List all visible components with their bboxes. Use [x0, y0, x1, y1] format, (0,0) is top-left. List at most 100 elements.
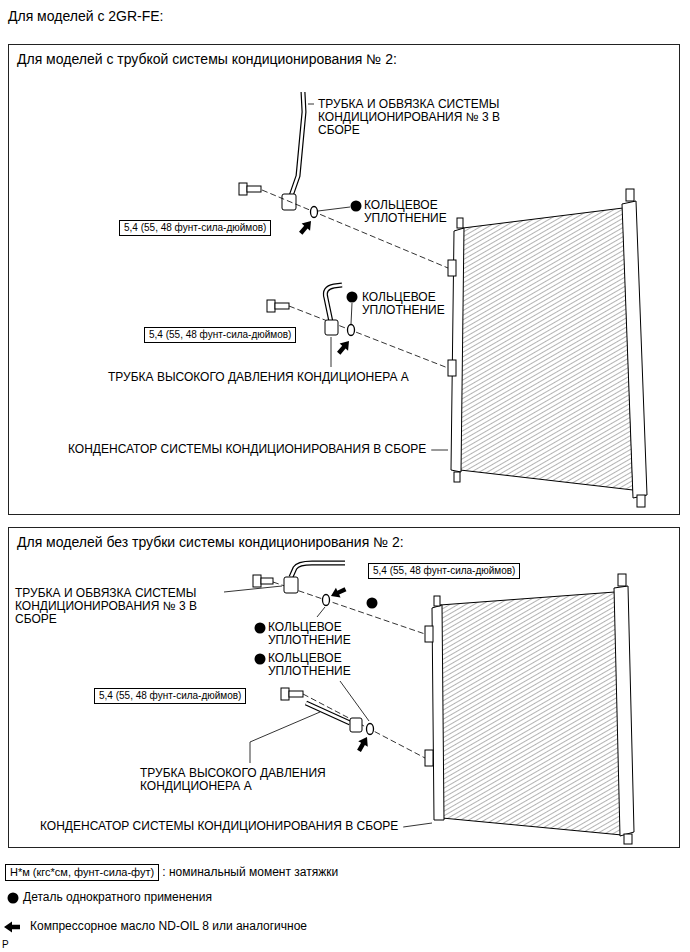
- condenser-bracket: [454, 472, 460, 482]
- single-use-dot: [255, 623, 266, 634]
- torque-box: 5,4 (55, 48 фунт-сила-дюймов): [94, 688, 246, 704]
- label-holder: P: [2, 938, 9, 951]
- o-ring: [323, 595, 330, 606]
- leader-line: [224, 586, 282, 592]
- o-ring: [348, 325, 355, 336]
- pipe-outline: [325, 285, 342, 322]
- torque-value: 5,4 (55, 48 фунт-сила-дюймов): [149, 329, 291, 341]
- single-use-dot: [351, 201, 362, 212]
- torque-box: 5,4 (55, 48 фунт-сила-дюймов): [119, 220, 271, 236]
- part-name: ТРУБКА И ОБВЯЗКА СИСТЕМЫ КОНДИЦИОНИРОВАН…: [318, 98, 533, 137]
- legend-text: : номинальный момент затяжки: [162, 865, 338, 880]
- label-holder: ТРУБКА ВЫСОКОГО ДАВЛЕНИЯ КОНДИЦИОНЕРА А: [140, 767, 355, 793]
- leader-line: [340, 681, 369, 721]
- legend-text: Компрессорное масло ND-OIL 8 или аналоги…: [30, 919, 307, 934]
- condenser-bracket: [637, 495, 645, 507]
- single-use-dot: [255, 654, 266, 665]
- diagram-title: Для моделей с 2GR-FE:: [8, 8, 164, 25]
- panel-heading: Для моделей без трубки системы кондицион…: [17, 534, 671, 551]
- legend-row: : номинальный момент затяжки: [162, 865, 338, 880]
- bolt-head: [239, 183, 247, 195]
- part-name: КОНДЕНСАТОР СИСТЕМЫ КОНДИЦИОНИРОВАНИЯ В …: [40, 820, 398, 833]
- condenser-port: [425, 750, 433, 766]
- legend-row: Компрессорное масло ND-OIL 8 или аналоги…: [3, 919, 307, 934]
- leader-line: [431, 450, 448, 451]
- bolt-head: [253, 575, 261, 587]
- label-holder: ТРУБКА И ОБВЯЗКА СИСТЕМЫ КОНДИЦИОНИРОВАН…: [318, 98, 533, 137]
- condenser-tank: [432, 605, 444, 820]
- oil-arrow: [329, 584, 348, 601]
- oil-arrow: [335, 337, 354, 356]
- single-use-dot: [347, 292, 358, 303]
- pipe-fitting: [282, 194, 296, 210]
- leader-line: [250, 712, 320, 763]
- condenser-port: [448, 260, 456, 276]
- legend-row: Деталь однократного применения: [6, 890, 212, 905]
- condenser-bracket: [626, 189, 634, 201]
- leader-line: [318, 207, 350, 211]
- bolt-shank: [275, 303, 289, 309]
- title-holder: Для моделей с 2GR-FE:: [8, 8, 164, 25]
- condenser-tank: [614, 586, 634, 836]
- page-mark: P: [2, 938, 9, 951]
- part-name: ТРУБКА И ОБВЯЗКА СИСТЕМЫ КОНДИЦИОНИРОВАН…: [15, 587, 220, 626]
- part-name: КОНДЕНСАТОР СИСТЕМЫ КОНДИЦИОНИРОВАНИЯ В …: [68, 443, 426, 456]
- oil-arrow: [4, 921, 20, 932]
- pipe-bore: [325, 285, 342, 322]
- legend-sample: [3, 920, 27, 934]
- bolt-shank: [261, 578, 273, 584]
- o-ring: [367, 724, 374, 735]
- part-name: КОЛЬЦЕВОЕ УПЛОТНЕНИЕ: [268, 621, 360, 647]
- panel-heading: Для моделей с трубкой системы кондициони…: [17, 51, 671, 68]
- torque-box: 5,4 (55, 48 фунт-сила-дюймов): [144, 327, 296, 343]
- model-panel: Для моделей без трубки системы кондицион…: [8, 527, 680, 848]
- condenser-bracket: [434, 596, 440, 606]
- pipe-fitting: [284, 577, 298, 593]
- label-holder: КОЛЬЦЕВОЕ УПЛОТНЕНИЕ: [268, 652, 360, 678]
- o-ring: [311, 207, 318, 218]
- pipe-bore: [291, 563, 345, 577]
- torque-value: 5,4 (55, 48 фунт-сила-дюймов): [99, 690, 241, 702]
- torque-value: 5,4 (55, 48 фунт-сила-дюймов): [124, 222, 266, 234]
- condenser-port: [448, 360, 456, 376]
- condenser-bracket: [457, 218, 463, 228]
- leader-line: [351, 303, 352, 324]
- part-name: ТРУБКА ВЫСОКОГО ДАВЛЕНИЯ КОНДИЦИОНЕРА А: [140, 767, 355, 793]
- leader-line: [308, 104, 314, 105]
- part-name: КОЛЬЦЕВОЕ УПЛОТНЕНИЕ: [362, 291, 454, 317]
- condenser-bracket: [618, 574, 626, 586]
- bolt-shank: [247, 186, 261, 192]
- pipe-fitting: [325, 320, 338, 335]
- oil-arrow: [297, 217, 316, 236]
- pipe-fitting: [350, 718, 362, 732]
- condenser-core: [460, 208, 633, 490]
- bolt-shank: [289, 691, 303, 697]
- legend-text: Деталь однократного применения: [23, 890, 212, 905]
- leader-line: [403, 823, 432, 827]
- label-holder: ТРУБКА ВЫСОКОГО ДАВЛЕНИЯ КОНДИЦИОНЕРА А: [108, 371, 409, 384]
- torque-value: 5,4 (55, 48 фунт-сила-дюймов): [373, 565, 515, 577]
- condenser-port: [425, 626, 433, 642]
- single-use-dot: [8, 892, 19, 903]
- label-holder: КОНДЕНСАТОР СИСТЕМЫ КОНДИЦИОНИРОВАНИЯ В …: [40, 820, 398, 833]
- condenser-bracket: [624, 834, 632, 844]
- pipe-outline: [291, 563, 345, 577]
- pipe-outline: [306, 703, 350, 723]
- label-holder: ТРУБКА И ОБВЯЗКА СИСТЕМЫ КОНДИЦИОНИРОВАН…: [15, 587, 220, 626]
- bolt-head: [281, 688, 289, 700]
- label-holder: КОЛЬЦЕВОЕ УПЛОТНЕНИЕ: [364, 199, 456, 225]
- pipe-outline: [291, 92, 304, 196]
- condenser-tank: [622, 201, 647, 498]
- condenser-core: [440, 592, 622, 835]
- oil-arrow: [354, 734, 372, 753]
- leader-line: [317, 607, 325, 617]
- leader-line: [331, 337, 332, 367]
- part-name: ТРУБКА ВЫСОКОГО ДАВЛЕНИЯ КОНДИЦИОНЕРА А: [108, 371, 409, 384]
- single-use-dot: [367, 598, 378, 609]
- label-holder: КОНДЕНСАТОР СИСТЕМЫ КОНДИЦИОНИРОВАНИЯ В …: [68, 443, 426, 456]
- label-holder: КОЛЬЦЕВОЕ УПЛОТНЕНИЕ: [362, 291, 454, 317]
- torque-value: Н*м (кгс*см, фунт-сила-фут): [10, 866, 154, 879]
- bolt-head: [267, 300, 275, 312]
- part-name: КОЛЬЦЕВОЕ УПЛОТНЕНИЕ: [268, 652, 360, 678]
